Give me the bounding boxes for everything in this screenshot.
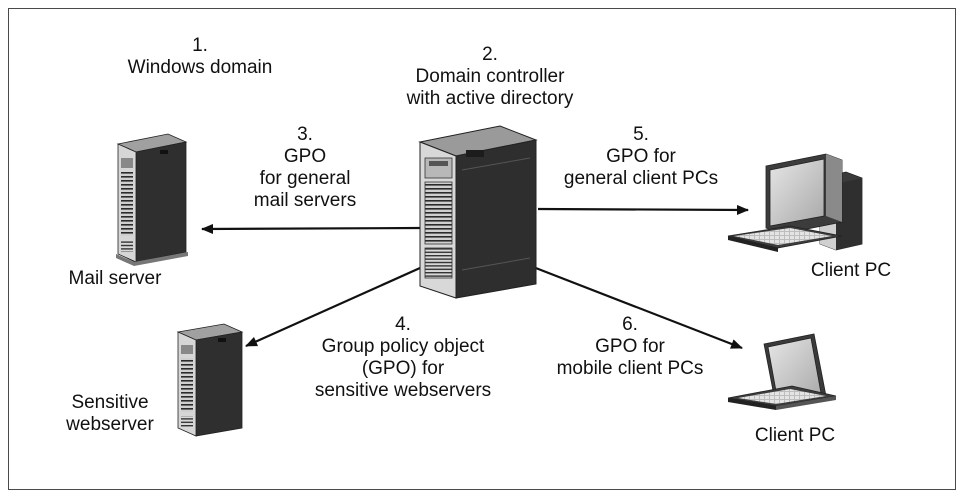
domain-controller-icon	[418, 125, 538, 299]
arrow-to-laptop	[527, 263, 743, 350]
webserver-caption: Sensitive webserver	[50, 392, 170, 436]
domain-text: Windows domain	[127, 57, 273, 78]
controller-line2: with active directory	[406, 88, 574, 109]
gpo-web-line1: Group policy object	[321, 336, 485, 357]
gpo-client-line1: GPO for	[606, 146, 676, 167]
gpo-mail-line2: for general	[259, 168, 351, 189]
windows-domain-label: 1. Windows domain	[100, 35, 300, 79]
domain-number: 1.	[192, 35, 208, 56]
gpo-mail-label: 3. GPO for general mail servers	[210, 124, 400, 212]
gpo-web-number: 4.	[395, 314, 411, 335]
gpo-client-label: 5. GPO for general client PCs	[536, 124, 746, 190]
gpo-mobile-line1: GPO for	[595, 336, 665, 357]
webserver-caption-line1: Sensitive	[71, 392, 149, 413]
domain-controller-label: 2. Domain controller with active directo…	[370, 44, 610, 110]
gpo-mobile-line2: mobile client PCs	[556, 358, 704, 379]
mail-server-icon	[116, 133, 188, 266]
gpo-mobile-number: 6.	[622, 314, 638, 335]
gpo-mail-line1: GPO	[283, 146, 327, 167]
windows-domain-frame	[8, 8, 956, 490]
gpo-client-line2: general client PCs	[563, 168, 719, 189]
gpo-web-label: 4. Group policy object (GPO) for sensiti…	[278, 314, 528, 402]
arrow-to-webserver	[245, 266, 421, 348]
client-pc-caption: Client PC	[810, 260, 892, 281]
laptop-caption: Client PC	[754, 425, 836, 446]
gpo-web-line2: (GPO) for	[361, 358, 445, 379]
arrow-to-mail-server	[201, 223, 421, 234]
webserver-icon	[176, 323, 244, 437]
webserver-caption-line2: webserver	[66, 414, 154, 435]
controller-line1: Domain controller	[415, 66, 565, 87]
arrow-to-client-pc	[537, 204, 749, 215]
gpo-web-line3: sensitive webservers	[314, 380, 492, 401]
controller-number: 2.	[482, 44, 498, 65]
gpo-client-number: 5.	[633, 124, 649, 145]
laptop-icon	[727, 333, 837, 410]
mail-server-caption: Mail server	[68, 268, 162, 289]
gpo-mobile-label: 6. GPO for mobile client PCs	[520, 314, 740, 380]
gpo-mail-line3: mail servers	[253, 190, 357, 211]
gpo-mail-number: 3.	[297, 124, 313, 145]
desktop-pc-icon	[727, 153, 863, 252]
